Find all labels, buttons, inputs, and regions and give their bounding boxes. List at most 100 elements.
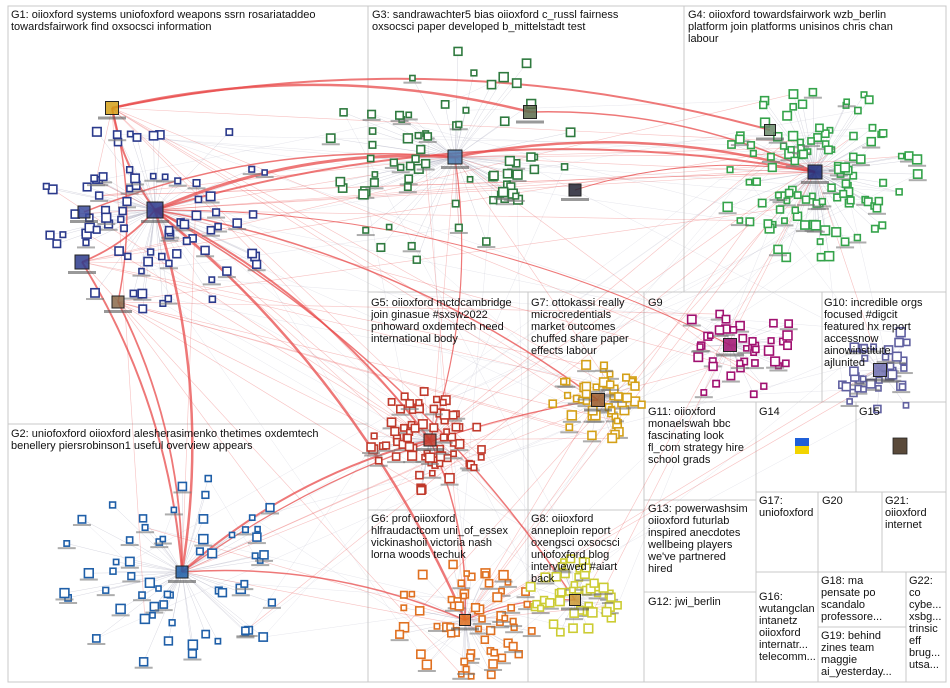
node-square <box>91 634 101 643</box>
group-label-g3: G3: sandrawachter5 bias oiioxford c_russ… <box>372 9 619 33</box>
node-square <box>769 318 778 328</box>
node-layer <box>42 46 927 680</box>
faint-edge <box>814 141 872 173</box>
node-label-mark <box>594 369 613 372</box>
node-square <box>556 587 566 597</box>
node-label-mark <box>601 388 620 391</box>
node-label-mark <box>415 460 434 463</box>
node-label-mark <box>55 598 74 601</box>
faint-edge <box>143 571 183 662</box>
hub-node <box>77 205 91 219</box>
node-square <box>265 502 275 513</box>
node-label-mark <box>76 246 95 249</box>
node-square <box>470 69 478 77</box>
node-square <box>451 199 460 208</box>
node-square <box>90 287 100 298</box>
node-square <box>248 514 256 522</box>
node-label-mark <box>894 372 913 375</box>
node-square <box>417 569 428 580</box>
faint-edge <box>727 171 816 208</box>
node-square <box>45 230 55 240</box>
red-edge <box>429 135 794 441</box>
node-square <box>601 606 612 617</box>
node-label-mark <box>480 587 499 590</box>
node-label-mark <box>444 609 463 612</box>
node-label-mark <box>90 199 109 202</box>
group-box-layer <box>7 5 947 683</box>
node-label-mark <box>356 234 375 237</box>
node-label-mark <box>864 350 883 353</box>
node-square <box>763 345 775 356</box>
node-square <box>157 252 166 261</box>
faint-edge <box>454 77 504 158</box>
faint-edge <box>112 504 183 573</box>
node-label-mark <box>769 198 788 201</box>
node-square <box>773 244 783 255</box>
node-label-mark <box>120 192 139 195</box>
node-square <box>480 635 490 644</box>
node-square <box>164 225 174 235</box>
node-square <box>254 525 261 533</box>
node-square <box>557 562 565 570</box>
node-square <box>509 617 517 625</box>
node-label-mark <box>694 396 713 399</box>
node-square <box>898 383 907 391</box>
hub-node <box>111 295 125 309</box>
node-square <box>168 619 176 627</box>
hub-label-mark <box>141 220 169 223</box>
faint-edge <box>142 293 611 385</box>
node-square <box>613 417 621 425</box>
node-label-mark <box>413 429 432 432</box>
node-square <box>502 168 513 179</box>
node-label-mark <box>552 569 571 572</box>
node-square <box>144 577 156 588</box>
red-edge <box>429 135 854 441</box>
node-square <box>512 169 523 180</box>
node-label-mark <box>795 230 814 233</box>
node-square <box>873 404 882 414</box>
node-square <box>120 224 128 233</box>
node-square <box>390 426 400 437</box>
node-square <box>179 219 190 230</box>
node-square <box>124 556 135 567</box>
node-square <box>790 156 800 166</box>
node-label-mark <box>682 324 701 327</box>
node-label-mark <box>255 176 274 179</box>
node-square <box>818 197 827 206</box>
node-label-mark <box>97 223 116 226</box>
node-label-mark <box>587 390 606 393</box>
node-label-mark <box>440 483 459 486</box>
node-square <box>126 185 134 193</box>
node-label-mark <box>554 385 573 388</box>
node-square <box>749 149 757 158</box>
node-label-mark <box>613 407 632 410</box>
node-square <box>112 130 122 139</box>
node-label-mark <box>536 582 555 585</box>
faint-edge <box>330 137 456 158</box>
node-square <box>368 140 377 149</box>
node-square <box>397 163 405 172</box>
node-square <box>170 506 178 514</box>
node-square <box>214 222 222 231</box>
node-label-mark <box>57 547 76 550</box>
node-label-mark <box>86 184 105 187</box>
node-square <box>409 74 416 82</box>
node-square <box>247 248 258 259</box>
node-square <box>815 123 824 133</box>
node-label-mark <box>434 441 453 444</box>
node-square <box>416 649 426 660</box>
node-square <box>514 650 523 659</box>
node-square <box>849 152 858 162</box>
node-square <box>182 236 191 246</box>
node-square <box>581 381 592 392</box>
node-square <box>781 217 788 225</box>
node-label-mark <box>391 413 410 416</box>
node-square <box>523 600 531 608</box>
hub-label-mark <box>104 310 132 313</box>
faint-edge <box>66 543 183 573</box>
faint-edge <box>530 586 576 601</box>
node-square <box>451 422 461 432</box>
node-square <box>454 223 463 232</box>
faint-edge <box>181 536 257 573</box>
node-square <box>560 163 569 171</box>
